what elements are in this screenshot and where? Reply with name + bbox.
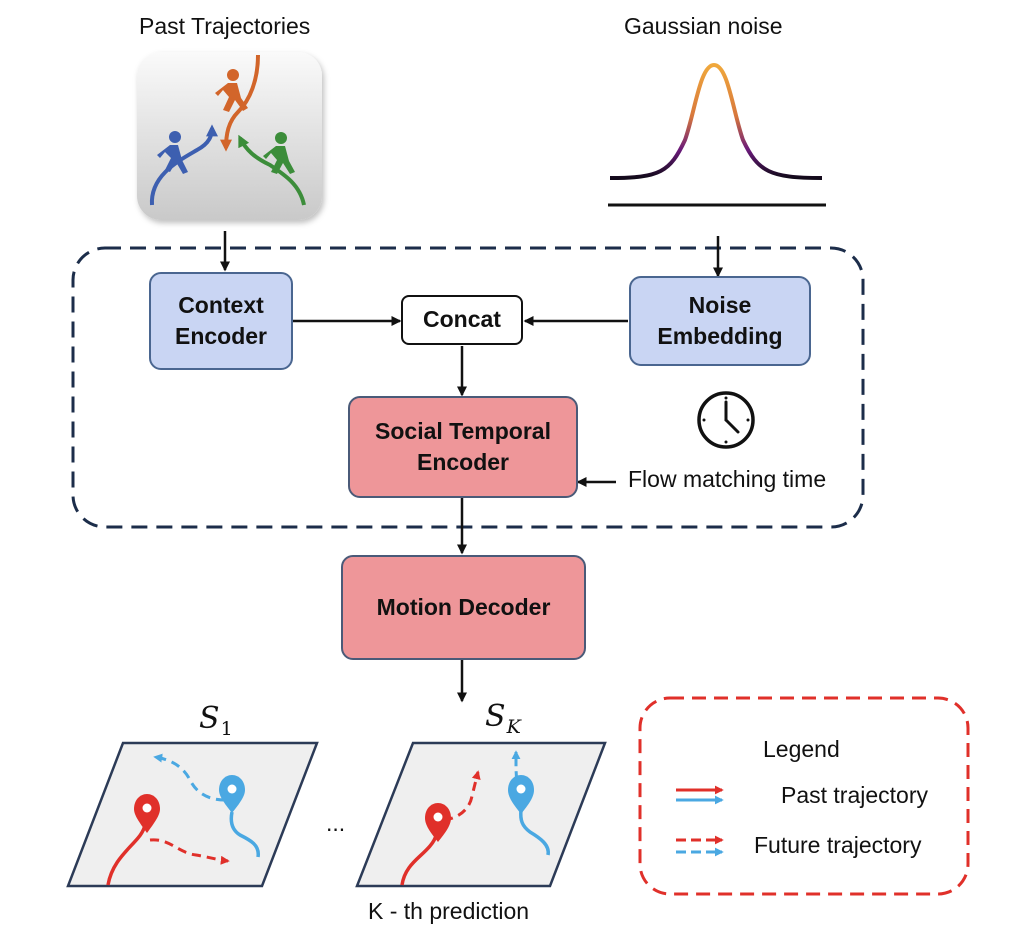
prediction-panel-s1 [66,741,319,888]
past-trajectories-image [137,52,322,220]
concat-block: Concat [401,295,523,345]
flow-matching-time-label: Flow matching time [628,466,827,492]
motion-decoder-block: Motion Decoder [341,555,586,660]
context-encoder-line1: Context [178,291,264,318]
legend-title: Legend [763,736,840,762]
legend-frame [638,696,970,896]
kth-prediction-caption: K - th prediction [368,898,530,924]
clock-icon [697,391,755,449]
location-pin-icon [508,775,534,814]
legend-future-swatch [676,835,724,857]
past-trajectories-label: Past Trajectories [139,13,311,39]
sk-label: SK [485,699,521,738]
noise-embedding-line1: Noise [688,291,752,318]
motion-decoder-label: Motion Decoder [376,593,551,620]
location-pin-icon [425,803,451,842]
pedestrian-icon [215,69,248,112]
location-pin-icon [134,794,160,833]
concat-label: Concat [423,306,501,333]
legend-past-label: Past trajectory [781,782,928,808]
prediction-panel-sk [355,741,607,888]
orange-trajectory-arrow [220,54,260,152]
noise-embedding-line2: Embedding [657,323,783,349]
pedestrian-icon [263,132,295,174]
social-temporal-encoder-line1: Social Temporal [375,417,551,444]
context-encoder-line2: Encoder [174,323,268,349]
pedestrian-icon [157,131,188,174]
ellipsis: ... [326,810,346,836]
social-temporal-encoder-line2: Encoder [416,449,510,475]
gaussian-noise-label: Gaussian noise [624,13,783,39]
location-pin-icon [219,775,245,813]
s1-label: S1 [199,701,233,740]
legend-future-label: Future trajectory [754,832,922,858]
green-trajectory-arrow [238,134,306,206]
encoder-group-frame [71,246,865,529]
blue-trajectory-arrow [149,124,218,206]
gaussian-noise-plot [608,62,826,207]
gaussian-curve [609,62,823,180]
legend-past-swatch [676,785,724,805]
